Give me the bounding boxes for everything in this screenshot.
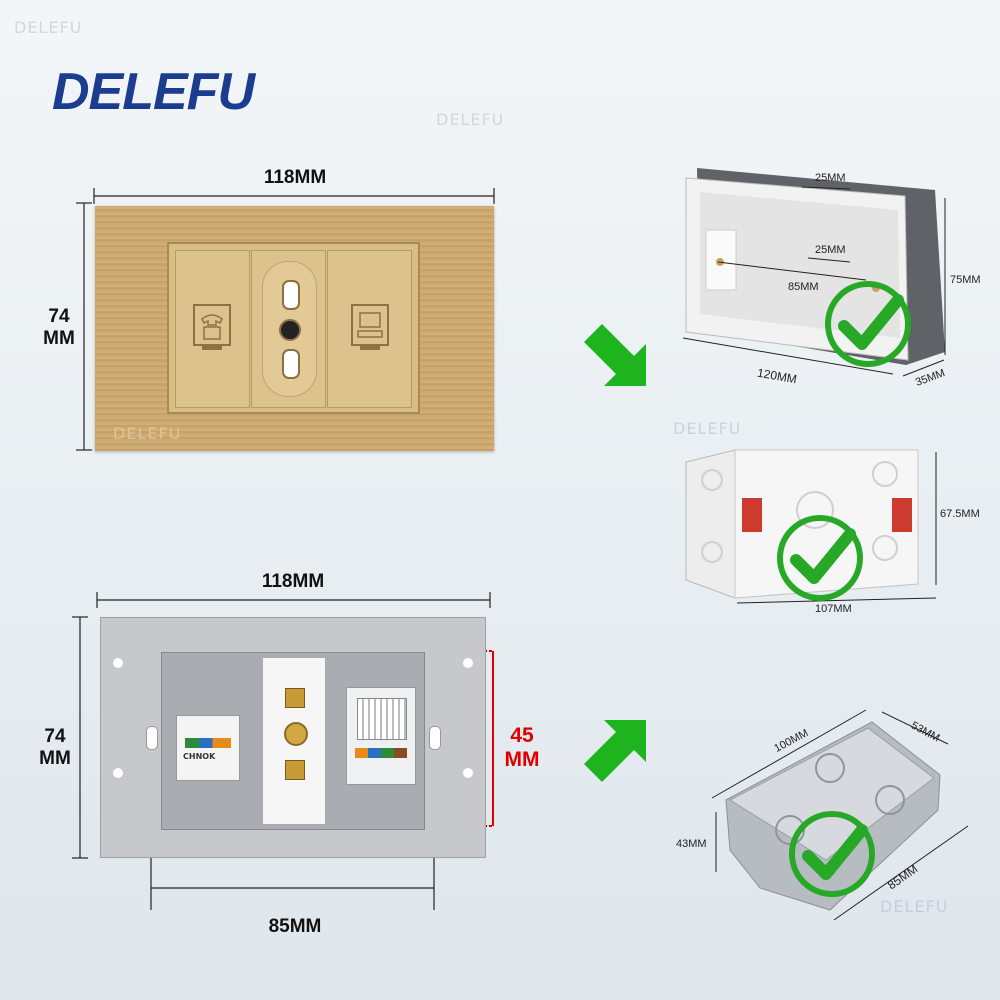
plate-watermark: DELEFU	[113, 424, 182, 443]
box2-length-label: 107MM	[815, 603, 852, 615]
green-arrow-icon-2	[584, 720, 646, 782]
telephone-icon	[193, 304, 231, 350]
module-height-label: 45 MM	[498, 724, 546, 772]
coax-connector	[284, 722, 308, 746]
watermark-top-center: DELEFU	[436, 110, 505, 129]
socket-face	[262, 261, 317, 397]
keystone-left[interactable]: CHNOK	[176, 715, 240, 781]
plate-module-frame	[167, 242, 420, 414]
socket-hole-bottom	[282, 349, 300, 379]
watermark-mid-right: DELEFU	[673, 419, 742, 438]
box1-top-slot-label: 25MM	[815, 172, 846, 184]
screw-spacing-label: 85MM	[268, 916, 322, 937]
top-panel-height-unit: MM	[43, 328, 75, 349]
terminal-top	[285, 688, 305, 708]
bottom-panel-height-label: 74 MM	[30, 726, 80, 770]
keystone-brand-text: CHNOK	[183, 752, 216, 761]
top-panel-height-number: 74	[48, 306, 70, 327]
rj45-port	[357, 698, 407, 740]
mount-hole	[113, 768, 123, 778]
data-module[interactable]	[327, 250, 412, 408]
rj45-color-strip	[355, 748, 407, 758]
bottom-panel-height-number: 74	[44, 726, 66, 747]
socket-ground-hole	[279, 319, 301, 341]
screw-slot-right	[429, 726, 441, 750]
brand-logo-text: DELEFU	[52, 63, 255, 121]
green-checkmark-icon-2	[777, 515, 863, 601]
bottom-panel-height-unit: MM	[39, 748, 71, 769]
mount-hole	[463, 768, 473, 778]
center-tv-module[interactable]	[262, 657, 326, 825]
box1-height-label: 75MM	[950, 274, 981, 286]
watermark-bottom-right: DELEFU	[880, 897, 949, 916]
phone-module[interactable]	[175, 250, 250, 408]
grey-back-frame: CHNOK	[100, 617, 486, 858]
box1-inner-slot-label: 25MM	[815, 244, 846, 256]
green-checkmark-icon-3	[789, 811, 875, 897]
box2-height-label: 67.5MM	[940, 508, 980, 520]
green-arrow-icon	[584, 324, 646, 386]
mount-hole	[113, 658, 123, 668]
module-housing: CHNOK	[161, 652, 425, 830]
top-panel-height-label: 74 MM	[34, 306, 84, 350]
box1-screw-span-label: 85MM	[788, 281, 819, 293]
terminal-bottom	[285, 760, 305, 780]
socket-hole-top	[282, 280, 300, 310]
keystone-color-bar	[185, 738, 231, 748]
gold-socket-plate: DELEFU	[95, 206, 494, 451]
watermark-top-left: DELEFU	[14, 18, 83, 37]
rj45-module[interactable]	[346, 687, 416, 785]
center-power-socket[interactable]	[251, 250, 326, 408]
top-panel-width-label: 118MM	[263, 167, 327, 188]
mount-hole	[463, 658, 473, 668]
computer-icon	[351, 304, 389, 350]
screw-slot-left	[146, 726, 158, 750]
module-height-number: 45	[510, 724, 534, 747]
green-checkmark-icon	[825, 281, 911, 367]
bottom-panel-width-label: 118MM	[261, 571, 325, 592]
brand-logo: DELEFU	[52, 62, 255, 122]
module-height-unit: MM	[504, 748, 540, 771]
box3-height-label: 43MM	[676, 838, 707, 850]
